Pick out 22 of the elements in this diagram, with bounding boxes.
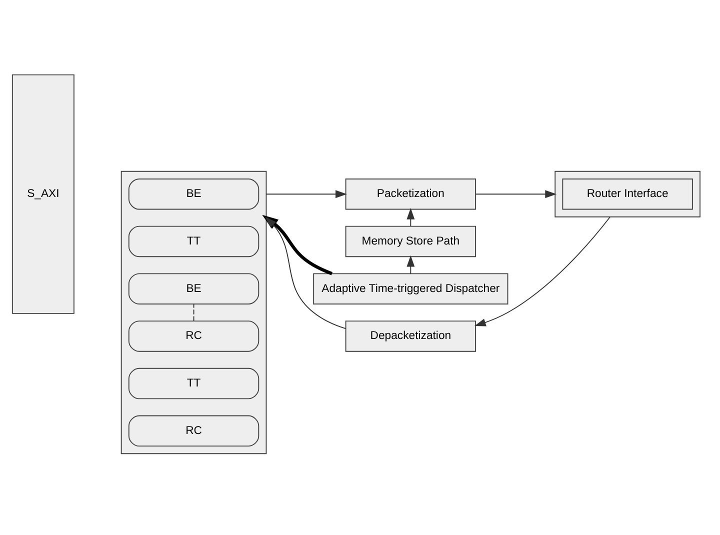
node-box: Adaptive Time-triggered Dispatcher	[313, 272, 508, 304]
connector	[193, 303, 194, 321]
node-box: RC	[128, 320, 260, 352]
node-box: Packetization	[345, 178, 476, 210]
cluster	[554, 170, 700, 217]
node-box: S_AXI	[12, 74, 74, 314]
arrow	[266, 190, 347, 198]
cluster	[120, 170, 267, 454]
node-box: BE	[128, 178, 260, 210]
arrow	[406, 254, 415, 274]
node-box: RC	[128, 414, 260, 446]
node-box: TT	[128, 367, 260, 399]
arrow	[265, 216, 346, 329]
arrow	[475, 190, 557, 198]
node-box: TT	[128, 225, 260, 257]
node-box: BE	[128, 272, 260, 304]
arrow	[262, 214, 333, 275]
arrow	[406, 208, 415, 226]
node-box: Depacketization	[345, 320, 476, 352]
node-box: Router Interface	[562, 178, 693, 210]
arrow	[474, 216, 611, 326]
node-box: Memory Store Path	[345, 225, 476, 257]
